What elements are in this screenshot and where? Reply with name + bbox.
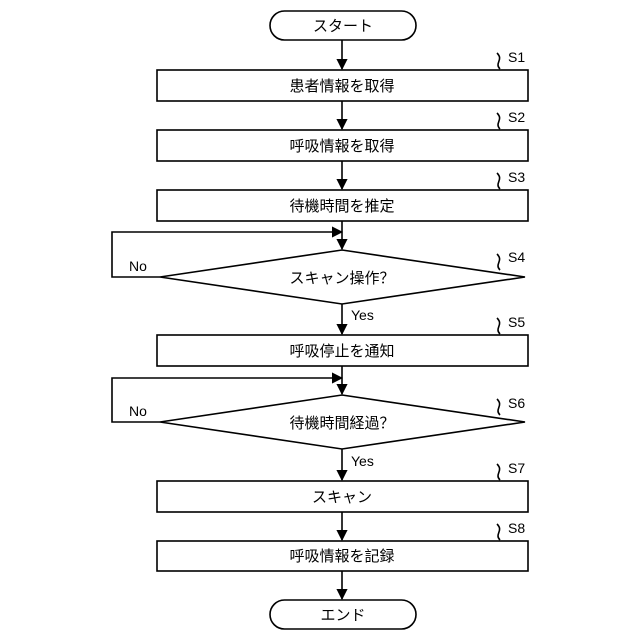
process-s7-label: スキャン [312, 488, 372, 506]
process-s3-label: 待機時間を推定 [289, 197, 394, 215]
start-label: スタート [313, 17, 373, 35]
step-leader-s3 [497, 173, 500, 189]
decision-s6-no-label: No [129, 403, 147, 419]
step-label-s4: S4 [508, 249, 525, 265]
step-label-s1: S1 [508, 49, 525, 65]
step-label-s6: S6 [508, 395, 525, 411]
step-leader-s8 [497, 524, 500, 540]
step-leader-s6 [497, 399, 500, 415]
connectors [112, 40, 342, 599]
decision-s6-label: 待機時間経過？ [289, 414, 394, 432]
step-leader-s4 [497, 254, 500, 270]
step-label-s2: S2 [508, 109, 525, 125]
decision-s4-label: スキャン操作？ [289, 269, 394, 287]
decision-s6-yes-label: Yes [351, 453, 374, 469]
step-leader-s7 [497, 464, 500, 480]
decision-s6: 待機時間経過？ S6 No Yes [129, 395, 525, 469]
start-node: スタート [270, 11, 416, 40]
process-s8-label: 呼吸情報を記録 [289, 547, 394, 565]
process-s1-label: 患者情報を取得 [289, 77, 394, 95]
step-leader-s5 [497, 318, 500, 334]
decision-s4-no-label: No [129, 258, 147, 274]
step-label-s5: S5 [508, 314, 525, 330]
step-label-s8: S8 [508, 520, 525, 536]
decision-s4: スキャン操作？ S4 No Yes [129, 249, 525, 323]
end-node: エンド [270, 600, 416, 629]
end-label: エンド [320, 606, 365, 624]
decision-s4-yes-label: Yes [351, 307, 374, 323]
step-leader-s1 [497, 53, 500, 69]
process-s2-label: 呼吸情報を取得 [289, 137, 394, 155]
step-label-s7: S7 [508, 460, 525, 476]
step-leader-s2 [497, 113, 500, 129]
step-label-s3: S3 [508, 169, 525, 185]
process-s5-label: 呼吸停止を通知 [289, 342, 394, 360]
